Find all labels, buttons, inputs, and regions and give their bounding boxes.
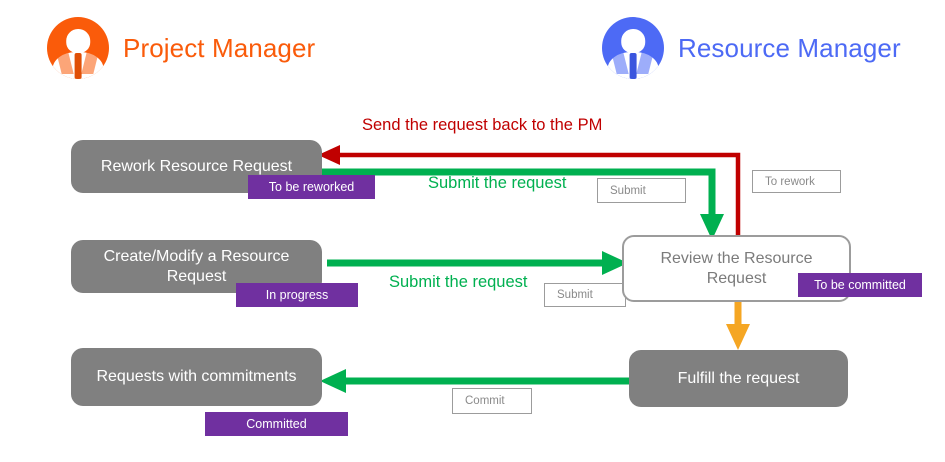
badge-to-be-reworked: To be reworked xyxy=(248,175,375,199)
badge-in-progress: In progress xyxy=(236,283,358,307)
role-header-resource-manager: Resource Manager xyxy=(602,17,901,79)
action-commit[interactable]: Commit xyxy=(452,388,532,414)
action-label: Commit xyxy=(465,395,505,407)
node-requests-with-commitments[interactable]: Requests with commitments xyxy=(71,348,322,406)
node-label: Rework Resource Request xyxy=(100,157,293,175)
badge-committed: Committed xyxy=(205,412,348,436)
flow-label-send-back-to-pm: Send the request back to the PM xyxy=(362,116,603,134)
badge-label: Committed xyxy=(246,417,307,431)
action-label: To rework xyxy=(765,175,815,188)
badge-label: To be committed xyxy=(814,278,906,292)
node-fulfill-the-request[interactable]: Fulfill the request xyxy=(629,350,848,407)
node-label: Review the Resource Request xyxy=(660,249,813,287)
action-submit-create[interactable]: Submit xyxy=(544,283,626,307)
node-label: Fulfill the request xyxy=(677,369,800,387)
badge-label: To be reworked xyxy=(268,180,355,194)
action-label: Submit xyxy=(557,289,593,301)
flow-label-submit-request-mid: Submit the request xyxy=(389,273,528,291)
connector-create-to-review xyxy=(327,251,628,275)
connector-review-to-fulfill xyxy=(726,302,750,350)
person-avatar-icon xyxy=(47,17,109,79)
action-to-rework[interactable]: To rework xyxy=(752,170,841,193)
action-submit-rework[interactable]: Submit xyxy=(597,178,686,203)
node-label: Requests with commitments xyxy=(96,368,297,386)
person-avatar-icon xyxy=(602,17,664,79)
role-label-project-manager: Project Manager xyxy=(123,32,316,63)
node-label: Create/Modify a Resource Request xyxy=(103,247,290,285)
action-label: Submit xyxy=(610,184,646,197)
badge-to-be-committed: To be committed xyxy=(798,273,922,297)
flow-label-submit-request-top: Submit the request xyxy=(428,174,567,192)
role-label-resource-manager: Resource Manager xyxy=(678,32,901,63)
badge-label: In progress xyxy=(265,288,329,302)
role-header-project-manager: Project Manager xyxy=(47,17,315,79)
